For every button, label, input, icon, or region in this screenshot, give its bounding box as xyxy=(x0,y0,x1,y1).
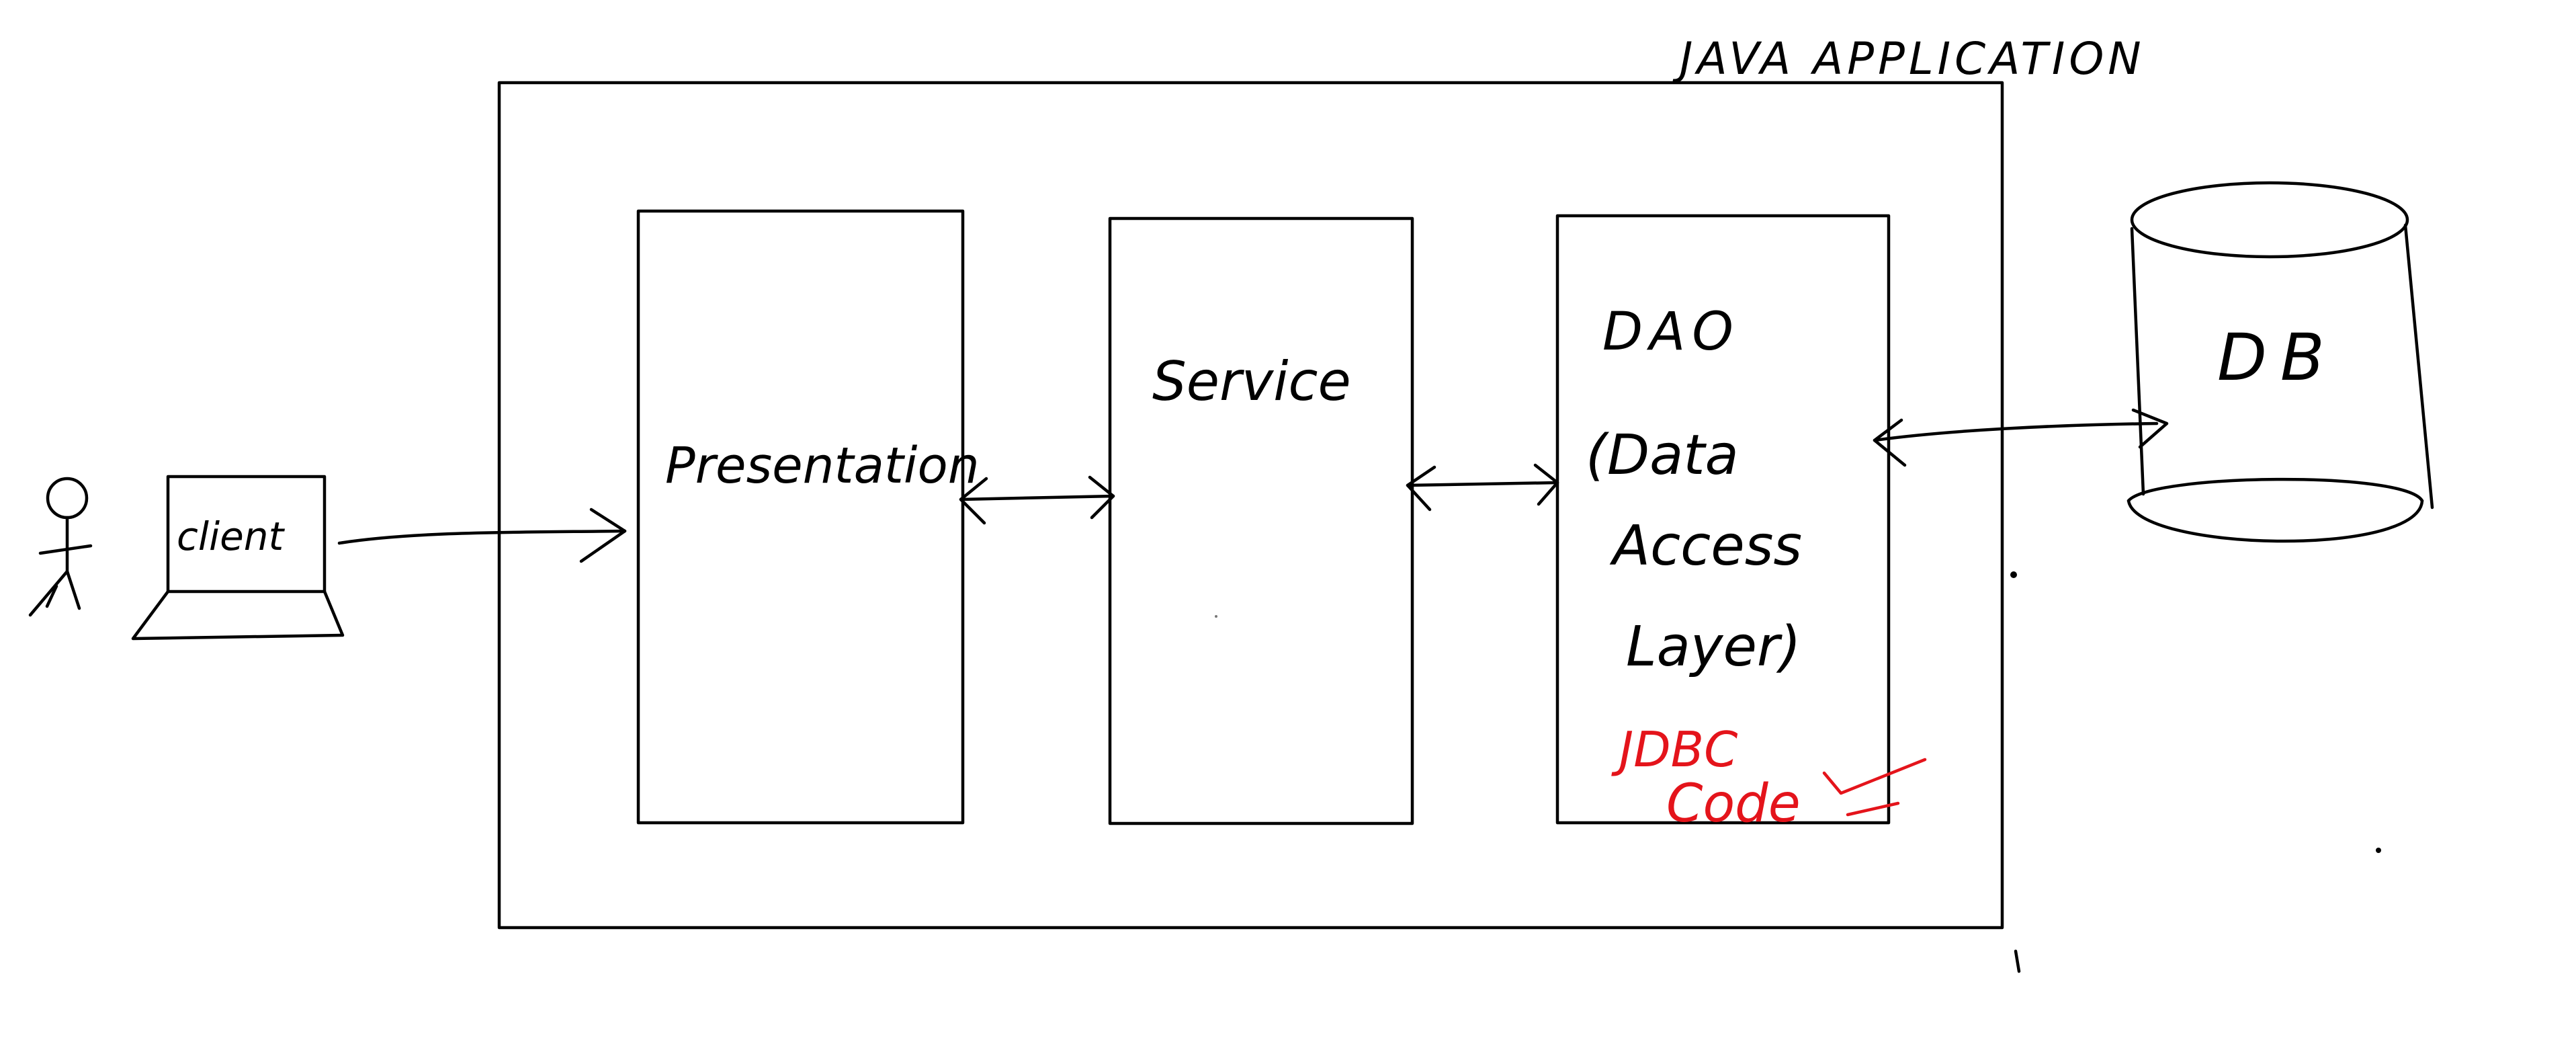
dao-label-line2: (Data xyxy=(1586,423,1739,487)
java-application-boundary xyxy=(497,81,2004,930)
stray-marks xyxy=(1215,571,2381,973)
client-to-presentation-arrow xyxy=(337,508,627,563)
jdbc-annotation-line1: JDBC xyxy=(1611,721,1738,778)
checkmark-icon xyxy=(1822,758,1927,817)
db-label: DB xyxy=(2217,320,2338,395)
dao-layer-box xyxy=(1555,214,1891,825)
dao-label-line4: Layer) xyxy=(1626,615,1801,679)
presentation-service-arrow xyxy=(959,475,1115,525)
database-icon xyxy=(2127,181,2434,543)
client-label: client xyxy=(177,514,286,559)
dao-label-line1: DAO xyxy=(1602,302,1740,362)
jdbc-annotation-line2: Code xyxy=(1666,774,1801,834)
dao-db-arrow xyxy=(1873,408,2169,467)
presentation-label: Presentation xyxy=(665,437,980,495)
service-dao-arrow xyxy=(1406,463,1559,512)
laptop-icon xyxy=(131,475,345,641)
service-layer-box xyxy=(1108,216,1414,825)
service-label: Service xyxy=(1152,350,1351,413)
user-icon xyxy=(28,477,93,617)
dao-label-line3: Access xyxy=(1609,514,1802,578)
presentation-layer-box xyxy=(636,209,965,825)
java-application-title: JAVA APPLICATION xyxy=(1672,33,2145,85)
